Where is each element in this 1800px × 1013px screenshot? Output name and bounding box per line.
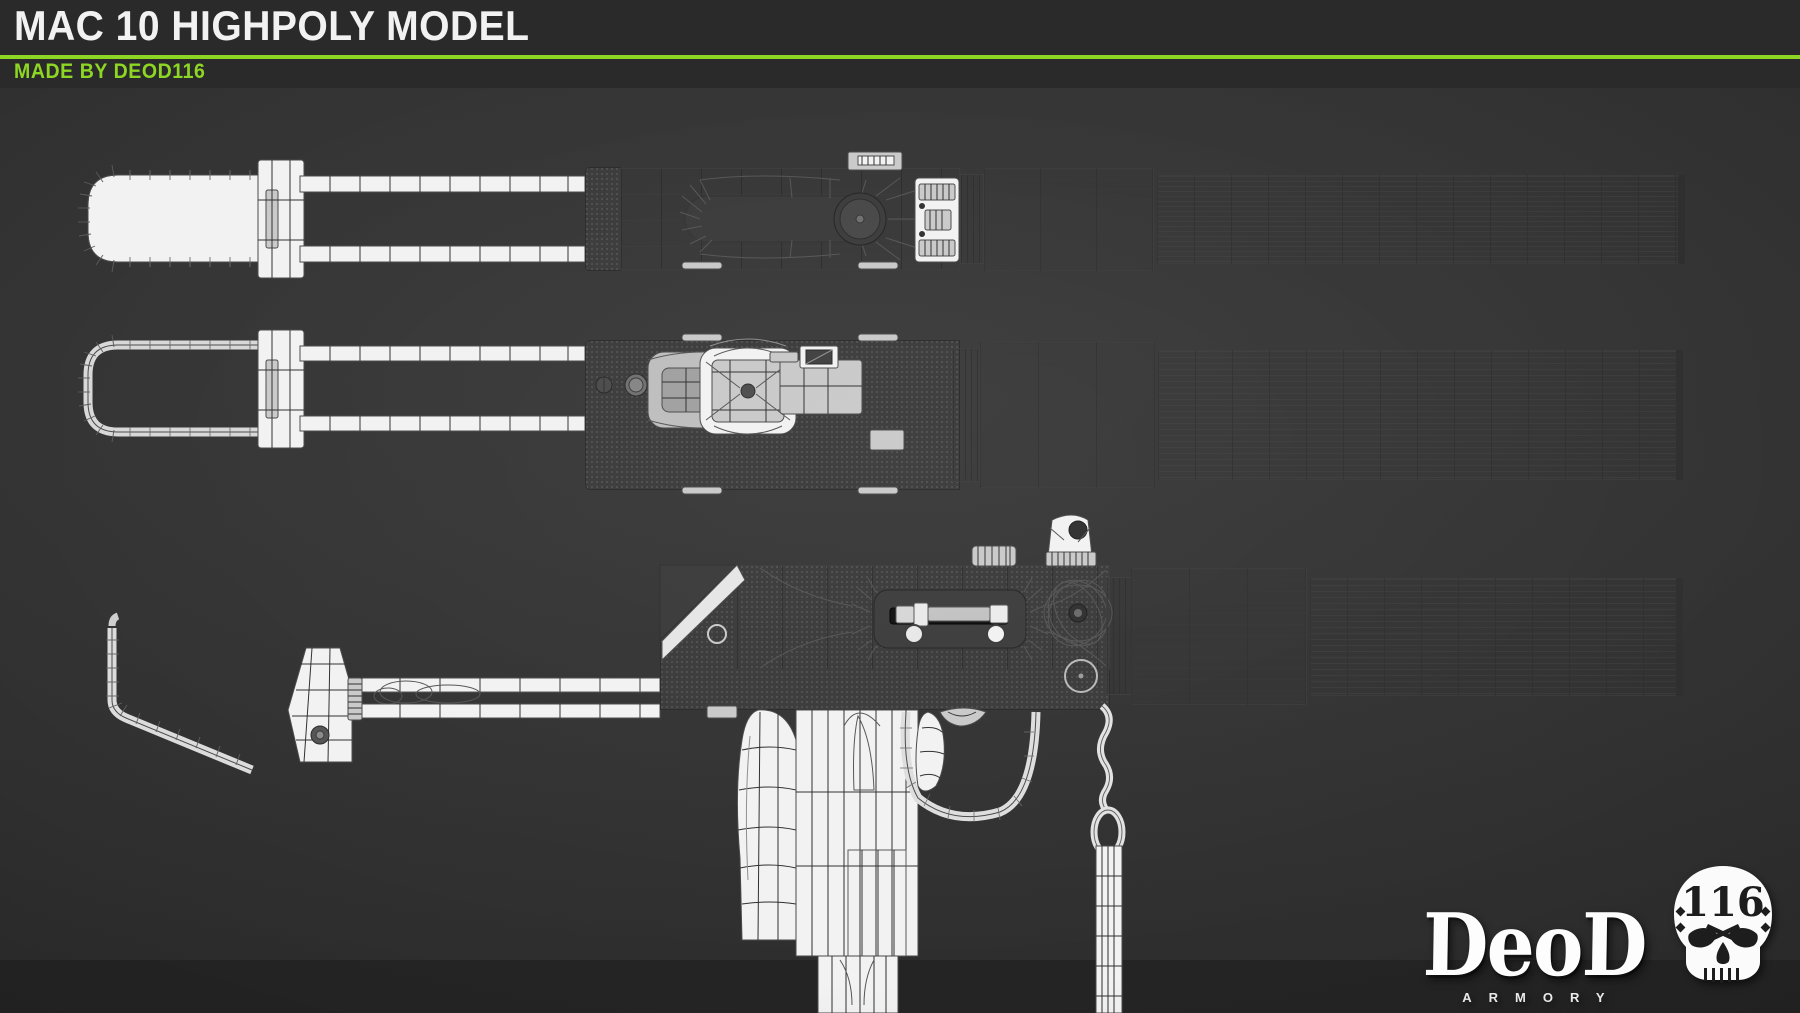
model-view-top bbox=[0, 0, 1800, 330]
background-footer-band bbox=[0, 960, 1800, 1013]
receiver-holes-side bbox=[707, 624, 1098, 693]
trigger-guard-side bbox=[900, 707, 1041, 822]
suppressor-adapter-side bbox=[1106, 577, 1132, 695]
page-subtitle: MADE BY DEOD116 bbox=[14, 60, 206, 83]
receiver-chamfer-side bbox=[659, 564, 739, 642]
barrel-nut-side bbox=[1043, 579, 1113, 647]
receiver-tab-side bbox=[706, 705, 738, 719]
receiver-tab-d-bottom bbox=[857, 486, 899, 495]
wire-stock-folded-bottom bbox=[78, 334, 300, 443]
skull-icon: 116 bbox=[1674, 866, 1772, 983]
skull-badge-number: 116 bbox=[1681, 879, 1765, 926]
lower-receiver-detail-bottom bbox=[595, 333, 905, 495]
upper-receiver-detail-top bbox=[679, 151, 960, 270]
sling-strap-side bbox=[1095, 845, 1123, 1013]
stock-bracket-bottom bbox=[257, 329, 305, 449]
wire-fan-top bbox=[679, 175, 867, 259]
suppressor-muzzle-cap-top bbox=[1678, 175, 1685, 264]
magazine-extension-side bbox=[817, 955, 899, 1013]
logo-wordmark: DeoD bbox=[1421, 894, 1647, 996]
suppressor-adapter-bottom bbox=[952, 348, 980, 482]
suppressor-adapter-top bbox=[960, 174, 984, 264]
model-view-bottom bbox=[78, 329, 1683, 495]
suppressor-front-top-vlines bbox=[984, 168, 1154, 271]
receiver-tab-b-top bbox=[857, 261, 899, 270]
sling-loop-side bbox=[1090, 703, 1126, 858]
magazine-release-bottom bbox=[699, 338, 797, 435]
suppressor-muzzle-cap-side bbox=[1676, 578, 1683, 696]
stock-rails-top bbox=[299, 175, 586, 263]
top-view-wireframe bbox=[78, 159, 586, 279]
stock-tubes-side bbox=[361, 677, 661, 719]
suppressor-muzzle-cap-bottom bbox=[1676, 350, 1683, 480]
trigger-side bbox=[915, 711, 945, 792]
wire-stock-extended-side bbox=[106, 612, 254, 775]
receiver-tab-c-bottom bbox=[681, 486, 723, 495]
suppressor-front-bottom-vlines bbox=[980, 342, 1155, 488]
stock-rails-bottom bbox=[299, 345, 586, 432]
cocking-knob-side bbox=[971, 545, 1017, 567]
front-sight-side bbox=[1045, 514, 1097, 567]
receiver-tab-a-bottom bbox=[681, 333, 723, 342]
fire-selector-bottom bbox=[769, 345, 839, 369]
front-lug-bottom bbox=[869, 429, 905, 451]
suppressor-front-side-vlines bbox=[1131, 568, 1307, 705]
logo-wordmark-group: DeoD ARMORY bbox=[1407, 894, 1660, 1005]
receiver-rear-cap-top bbox=[585, 167, 621, 271]
wire-stock-folded-top bbox=[78, 164, 301, 273]
accent-rule bbox=[0, 55, 1800, 59]
barrel-nut-top bbox=[914, 177, 960, 263]
magazine-side bbox=[795, 709, 919, 957]
stock-hinge-side bbox=[287, 647, 363, 763]
suppressor-rear-side-vlines bbox=[1310, 578, 1682, 696]
stock-bracket-top bbox=[257, 159, 305, 279]
cocking-knob-top bbox=[833, 192, 887, 246]
title-bar: MAC 10 HIGHPOLY MODEL MADE BY DEOD116 bbox=[0, 0, 1800, 88]
receiver-tab-b-bottom bbox=[857, 333, 899, 342]
suppressor-rear-top-vlines bbox=[1157, 175, 1684, 264]
pistol-grip-side bbox=[736, 709, 797, 941]
page-title: MAC 10 HIGHPOLY MODEL bbox=[14, 2, 530, 49]
skull-badge: 116 bbox=[1664, 862, 1782, 999]
brand-logo: DeoD ARMORY bbox=[1407, 862, 1782, 1005]
bottom-view-wireframe bbox=[78, 329, 586, 449]
rear-sight-top bbox=[847, 151, 903, 171]
receiver-tab-a-top bbox=[681, 261, 723, 270]
suppressor-rear-bottom-vlines bbox=[1158, 350, 1682, 480]
logo-tagline: ARMORY bbox=[1462, 990, 1622, 1005]
